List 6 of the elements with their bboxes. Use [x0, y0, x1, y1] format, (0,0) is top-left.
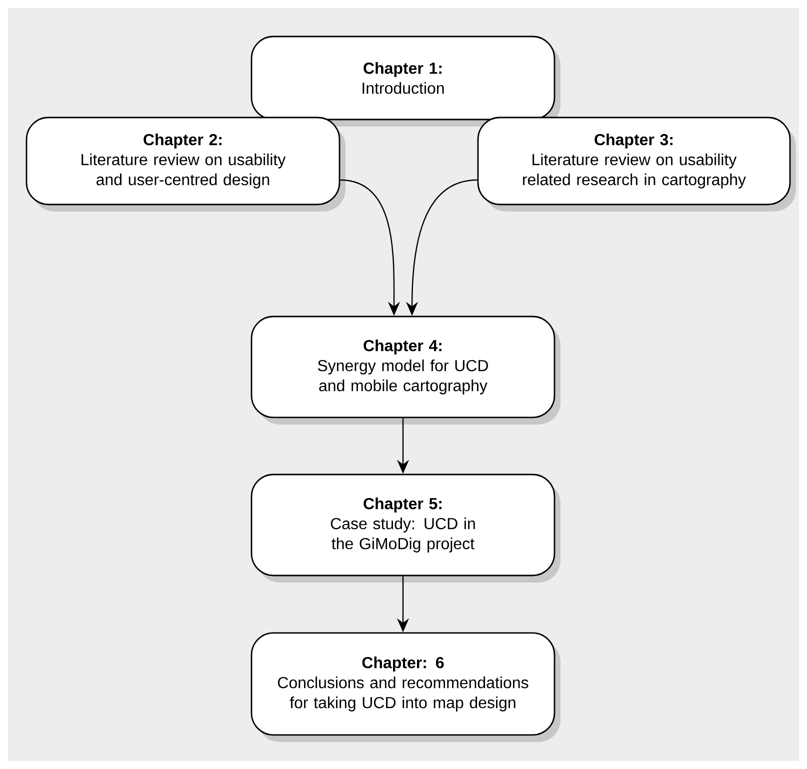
chapter-box: Chapter 4: Synergy model for UCD and mobile cartography: [250, 316, 560, 424]
chapter-box: Chapter: 6 Conclusions and recommendations for taking UCD into map design: [250, 632, 560, 742]
chapter-box: Chapter 2: Literature review on usability and user-centred design: [26, 116, 346, 212]
chapter-box: Chapter 1: Introduction: [250, 36, 560, 126]
chapter-box: Chapter 5: Case study: UCD in the GiMoDig project: [250, 474, 560, 582]
chapter-box: Chapter 3: Literature review on usability related research in cartography: [477, 116, 796, 212]
